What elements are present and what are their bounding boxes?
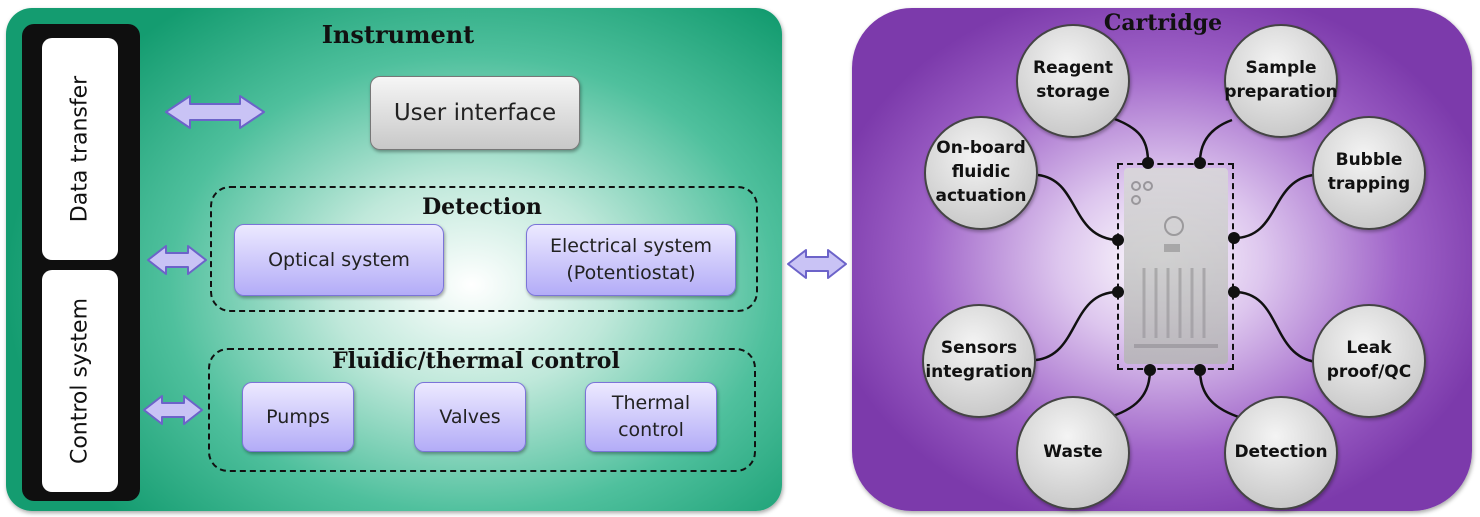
pumps-box: Pumps [242, 382, 354, 452]
data-transfer-box: Data transfer [42, 38, 118, 260]
connector-line [1233, 173, 1315, 240]
fluidic-thermal-title: Fluidic/thermal control [332, 348, 620, 374]
node-label: Bubble [1335, 150, 1403, 171]
cartridge-title: Cartridge [1103, 10, 1223, 36]
connector-dot [1228, 286, 1240, 298]
detection-group [210, 186, 758, 312]
electrical-system-box: Electrical system (Potentiostat) [526, 224, 736, 296]
microfluidic-chip-image [1124, 168, 1228, 364]
double-headed-arrow-icon [787, 249, 847, 279]
side-bar: Data transfer Control system [22, 24, 140, 501]
connector-dot [1142, 157, 1154, 169]
double-headed-arrow-icon [165, 95, 265, 129]
connector-line [1233, 290, 1317, 364]
thermal-control-line2: control [618, 419, 684, 441]
thermal-control-box: Thermal control [585, 382, 717, 452]
node-label: Detection [1234, 442, 1328, 463]
connector-line [1035, 290, 1119, 362]
optical-system-box: Optical system [234, 224, 444, 296]
connector-line [1111, 116, 1150, 163]
connector-dot [1144, 364, 1156, 376]
connector-dot [1112, 286, 1124, 298]
connector-dot [1228, 232, 1240, 244]
control-system-box: Control system [42, 270, 118, 492]
connector-line [1037, 173, 1119, 242]
node-label: Reagent [1032, 58, 1114, 79]
sample-preparation-node: Sample preparation [1224, 24, 1338, 138]
node-label: fluidic [951, 162, 1011, 183]
connector-dot [1112, 234, 1124, 246]
bubble-trapping-node: Bubble trapping [1312, 116, 1426, 230]
chip-dashed-frame [1117, 163, 1234, 370]
node-label: integration [925, 362, 1033, 382]
double-headed-arrow-icon [143, 395, 203, 425]
thermal-control-line1: Thermal [611, 392, 691, 415]
chip-pattern [1131, 181, 1218, 348]
instrument-title: Instrument [321, 20, 475, 49]
detection-node: Detection [1224, 396, 1338, 510]
waste-node: Waste [1016, 396, 1130, 510]
fluidic-thermal-group [208, 348, 756, 472]
valves-box: Valves [414, 382, 526, 452]
electrical-system-line1: Electrical system [549, 235, 713, 258]
connector-dot [1194, 157, 1206, 169]
node-label: Sensors [940, 338, 1018, 359]
user-interface-box: User interface [370, 76, 580, 150]
double-headed-arrow-icon [147, 245, 207, 275]
sensors-integration-node: Sensors integration [922, 304, 1036, 418]
node-label: preparation [1224, 82, 1338, 102]
electrical-system-line2: (Potentiostat) [566, 262, 696, 284]
node-label: proof/QC [1326, 362, 1412, 382]
node-label: On-board [936, 138, 1026, 159]
leak-proof-qc-node: Leak proof/QC [1312, 304, 1426, 418]
node-label: actuation [935, 185, 1027, 206]
node-label: Sample [1245, 58, 1317, 79]
connector-dot [1194, 364, 1206, 376]
node-label: trapping [1327, 174, 1411, 194]
node-label: Leak [1346, 338, 1392, 359]
detection-title: Detection [422, 194, 542, 220]
connector-line [1198, 118, 1233, 163]
node-label: storage [1036, 82, 1110, 102]
reagent-storage-node: Reagent storage [1016, 24, 1130, 138]
node-label: Waste [1043, 442, 1103, 463]
